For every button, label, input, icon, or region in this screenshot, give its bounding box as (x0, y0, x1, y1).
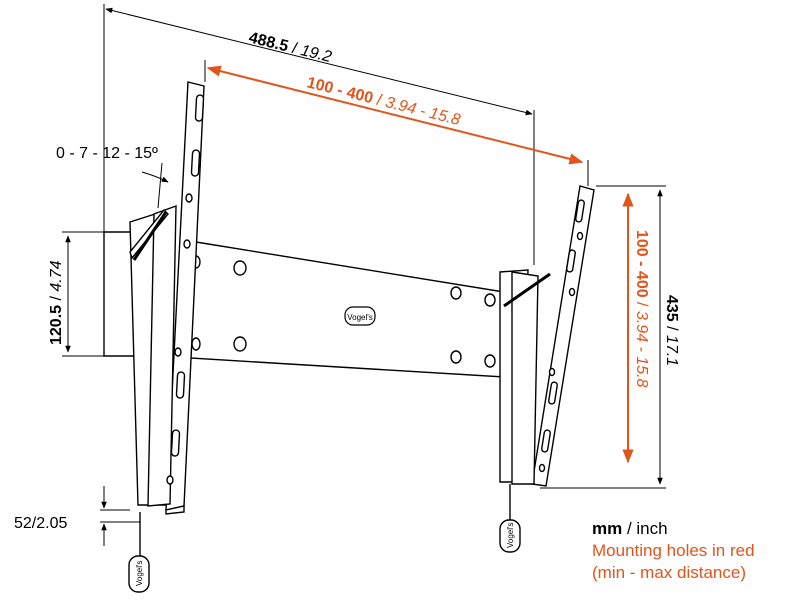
legend: mm / inch Mounting holes in red (min - m… (592, 518, 755, 584)
hole-v-inch: 3.94 - 15.8 (633, 311, 650, 388)
depth-label: 52/2.05 (14, 515, 67, 532)
right-release-cord: Vogel's (499, 484, 521, 553)
tilt-label: 0 - 7 - 12 - 15º (56, 145, 158, 162)
right-arm-slots (538, 199, 585, 473)
svg-text:Vogel's: Vogel's (506, 522, 515, 548)
height-dimension: 435 / 17.1 (657, 189, 680, 485)
hole-h-mm: 100 - 400 (305, 74, 375, 107)
legend-mounting-holes: Mounting holes in red (592, 541, 755, 560)
height-inch: 17.1 (663, 335, 680, 366)
left-arm-slots (166, 94, 205, 485)
svg-text:100 - 400 / 3.94 - 15.8: 100 - 400 / 3.94 - 15.8 (633, 230, 650, 388)
tilt-dimension: 0 - 7 - 12 - 15º (56, 145, 169, 183)
svg-text:435 / 17.1: 435 / 17.1 (663, 295, 680, 366)
svg-text:Vogel's: Vogel's (347, 313, 373, 322)
hole-vertical-dimension: 100 - 400 / 3.94 - 15.8 (622, 192, 650, 464)
depth-dimension: 52/2.05 (14, 486, 107, 546)
hole-v-mm: 100 - 400 (633, 230, 650, 298)
wall-plate-slots (191, 255, 496, 368)
plate-height-dimension: 120.5 / 4.74 (48, 235, 71, 353)
left-arm (129, 81, 205, 515)
height-mm: 435 (663, 295, 680, 322)
legend-min-max: (min - max distance) (592, 563, 746, 582)
hole-h-inch: 3.94 - 15.8 (384, 94, 462, 129)
plate-height-mm: 120.5 (48, 305, 65, 345)
svg-text:488.5 / 19.2: 488.5 / 19.2 (247, 29, 333, 66)
svg-text:120.5 / 4.74: 120.5 / 4.74 (48, 260, 65, 345)
logo-badge: Vogel's (344, 306, 376, 326)
hole-horizontal-dimension: 100 - 400 / 3.94 - 15.8 (206, 65, 584, 165)
svg-text:Vogel's: Vogel's (135, 560, 144, 586)
right-arm (499, 185, 595, 487)
left-release-cord: Vogel's (128, 512, 150, 593)
legend-units: mm / inch (592, 519, 668, 538)
width-mm: 488.5 (247, 29, 290, 55)
svg-text:100 - 400 / 3.94 - 15.8: 100 - 400 / 3.94 - 15.8 (305, 74, 462, 129)
width-dimension: 488.5 / 19.2 (105, 7, 533, 116)
width-inch: 19.2 (299, 42, 333, 66)
plate-height-inch: 4.74 (48, 260, 65, 291)
